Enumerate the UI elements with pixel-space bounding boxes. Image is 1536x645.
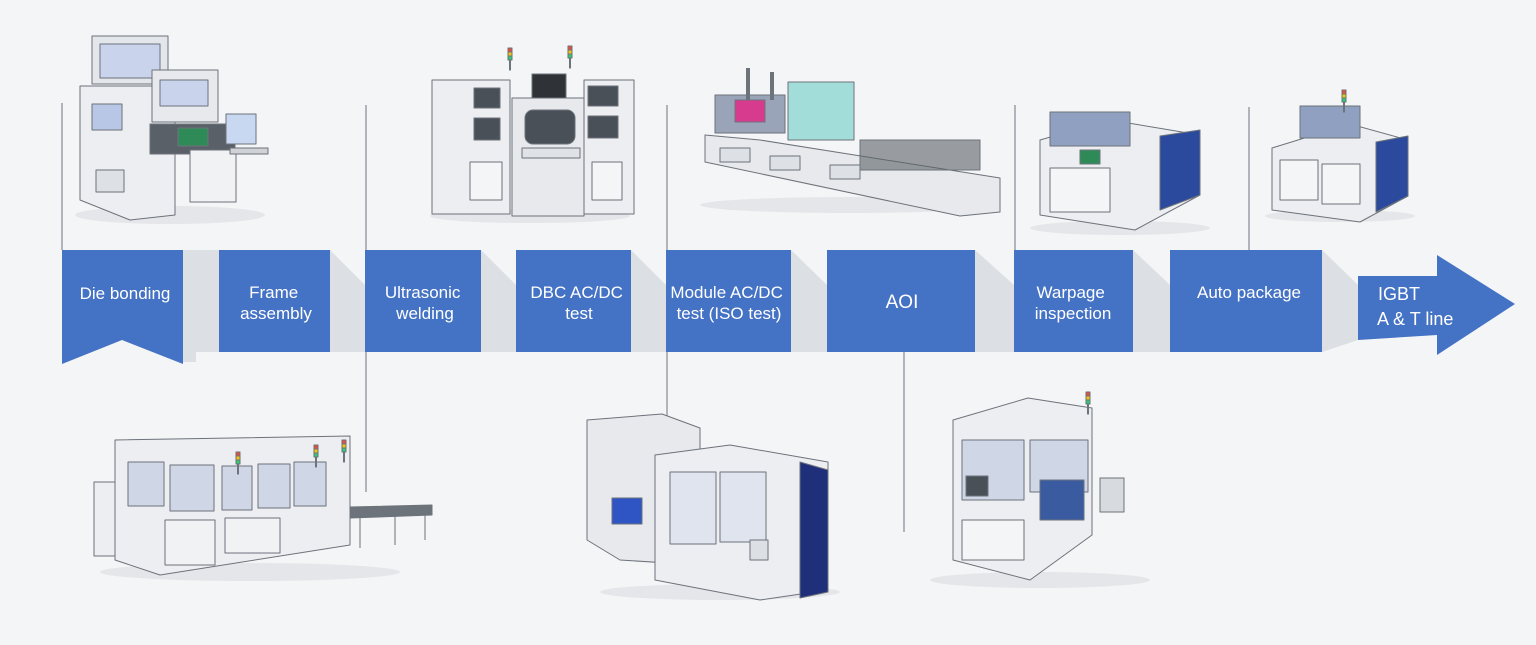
connector-bands xyxy=(183,250,1358,362)
step-box-final-arrow xyxy=(1358,255,1515,355)
step-box-frame-assembly xyxy=(219,250,330,352)
step-box-module-test xyxy=(666,250,791,352)
step-box-dbc-test xyxy=(516,250,631,352)
warpage-inspection-machine-icon xyxy=(930,391,1150,588)
module-test-machine-icon xyxy=(700,68,1001,217)
step-labels: Die bonding Frame assembly Ultrasonic we… xyxy=(80,283,1454,329)
process-boxes xyxy=(62,250,1515,364)
separator-lines xyxy=(61,103,1250,532)
step-box-auto-package xyxy=(1170,250,1322,352)
step-label-frame-assembly: Frame assembly xyxy=(240,283,312,323)
connector-band xyxy=(183,250,220,362)
connector-band xyxy=(1133,250,1170,352)
step-box-ultrasonic-welding xyxy=(365,250,481,352)
connector-band xyxy=(481,250,516,352)
step-box-die-bonding xyxy=(62,250,183,364)
step-box-warpage-inspection xyxy=(1014,250,1133,352)
step-label-die-bonding: Die bonding xyxy=(80,284,171,303)
step-label-final: IGBT A & T line xyxy=(1377,284,1453,329)
connector-band xyxy=(791,250,827,352)
die-bonding-machine-icon xyxy=(75,35,269,224)
aoi-machine-icon xyxy=(586,413,840,601)
step-label-aoi: AOI xyxy=(886,292,919,313)
step-label-module-test: Module AC/DC test (ISO test) xyxy=(670,283,787,323)
frame-assembly-machine-icon xyxy=(93,435,433,581)
step-label-auto-package: Auto package xyxy=(1197,283,1301,302)
auto-package-machine-icon xyxy=(1030,89,1415,235)
step-box-aoi xyxy=(827,250,975,352)
step-label-dbc-test: DBC AC/DC test xyxy=(530,283,627,323)
step-label-warpage-inspection: Warpage inspection xyxy=(1035,283,1112,323)
step-label-ultrasonic-welding: Ultrasonic welding xyxy=(385,283,465,323)
connector-band xyxy=(631,250,666,352)
connector-band xyxy=(975,250,1014,352)
connector-band xyxy=(1322,250,1358,352)
connector-band xyxy=(330,250,365,352)
dbc-test-machine-icon xyxy=(507,45,635,215)
ultrasonic-welding-machine-icon xyxy=(430,73,630,223)
